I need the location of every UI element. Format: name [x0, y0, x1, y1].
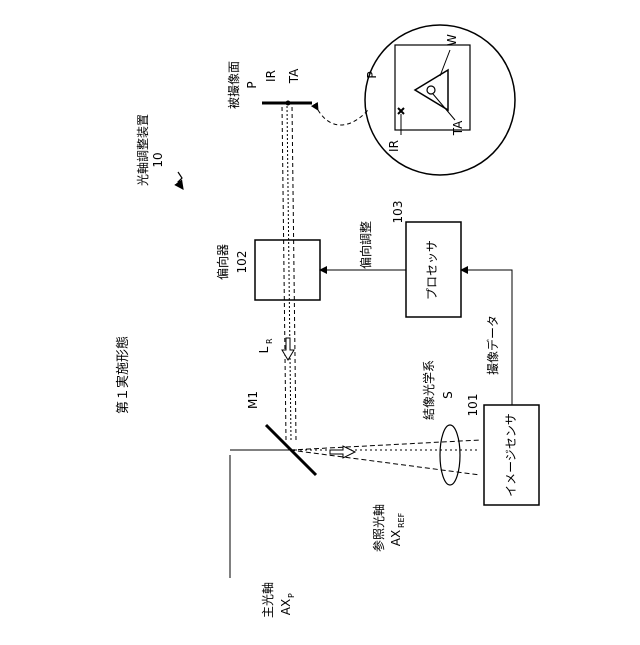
optics-label: 結像光学系: [421, 360, 436, 420]
optics-ref: S: [441, 391, 455, 399]
sensor-ref: 101: [466, 394, 480, 417]
deflector-label: 偏向器: [215, 244, 230, 280]
apparatus-ref: 10: [151, 152, 165, 167]
svg-text:L: L: [257, 346, 271, 353]
beam-lr-label: L R: [257, 338, 274, 353]
surface-ta-label: TA: [287, 68, 301, 84]
inset-target-point: [427, 86, 435, 94]
svg-text:REF: REF: [397, 512, 406, 528]
inset-w-label: W: [445, 34, 459, 46]
surface-label: 被撮像面: [227, 61, 241, 109]
processor-ref: 103: [391, 201, 405, 224]
inset-p-label: P: [365, 71, 379, 78]
mirror-label: M1: [246, 391, 260, 409]
processor-label: プロセッサ: [425, 240, 439, 300]
deflector-box: [255, 240, 320, 300]
ref-axis-label: 参照光軸: [371, 504, 386, 552]
svg-text:AX: AX: [279, 599, 293, 615]
surface-ref: P: [245, 81, 259, 88]
svg-text:P: P: [287, 593, 296, 598]
deflection-adjust-label: 偏向調整: [358, 221, 373, 269]
deflector-ref: 102: [235, 251, 249, 274]
inset-connector: [318, 110, 368, 125]
beam-direction-arrow-up: [282, 338, 294, 360]
ref-beam-upper: [290, 440, 480, 450]
svg-text:R: R: [265, 338, 274, 344]
imaging-data-label: 撮像データ: [485, 315, 500, 375]
svg-text:AX: AX: [389, 530, 403, 546]
imaging-lens: [440, 425, 460, 485]
main-axis-symbol: AX P: [279, 593, 296, 615]
main-axis-label: 主光軸: [261, 582, 275, 618]
surface-center-point: [286, 101, 291, 106]
title: 第１実施形態: [115, 336, 131, 414]
image-sensor-label: イメージセンサ: [504, 413, 518, 497]
inset-ir-label: IR: [387, 140, 401, 152]
ref-beam-lower: [290, 450, 480, 475]
inset-ta-label: TA: [451, 120, 465, 136]
surface-ir-label: IR: [264, 70, 278, 82]
apparatus-squiggle: [178, 172, 183, 189]
apparatus-label: 光軸調整装置: [135, 114, 150, 186]
ref-axis-symbol: AX REF: [389, 512, 406, 546]
